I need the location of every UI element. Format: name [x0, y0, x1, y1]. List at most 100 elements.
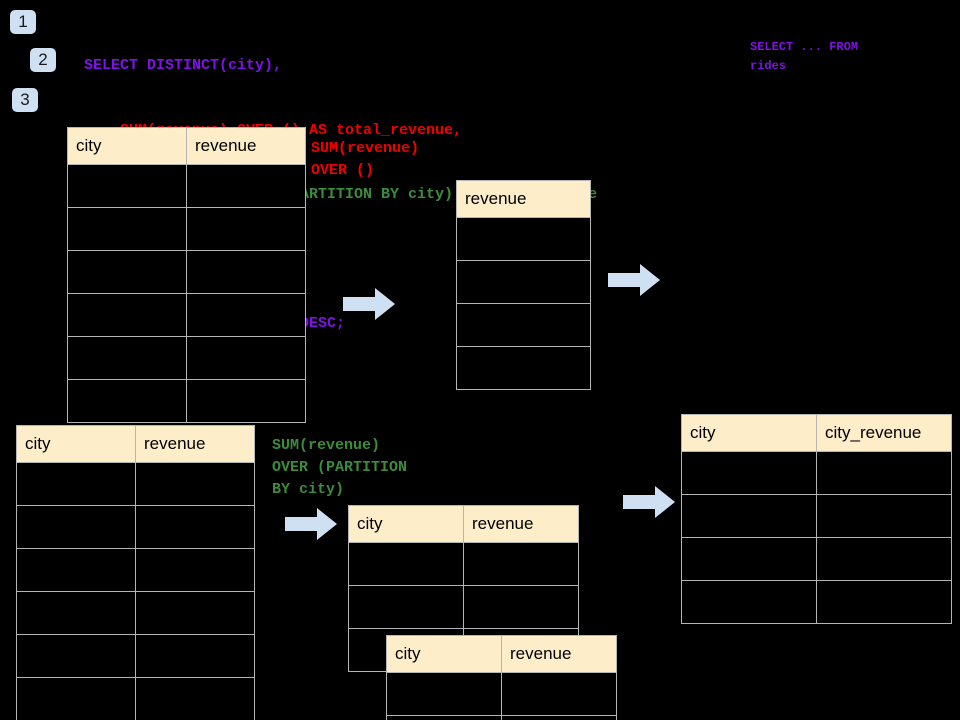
cell-revenue — [186, 250, 306, 294]
table-partition-group-a: city revenue — [348, 505, 579, 672]
column-header-revenue: revenue — [135, 425, 255, 463]
step-badge-3: 3 — [12, 88, 38, 112]
cell-revenue — [463, 542, 579, 586]
table-row — [681, 537, 952, 581]
table-row — [16, 462, 255, 506]
cell-city — [386, 672, 502, 716]
cell-city-revenue — [816, 451, 952, 495]
cell-city — [16, 548, 136, 592]
cell-revenue — [456, 217, 591, 261]
table-row — [16, 634, 255, 678]
arrow-total-to-final — [608, 264, 660, 296]
table-row — [456, 217, 591, 261]
cell-city — [67, 207, 187, 251]
cell-revenue — [186, 164, 306, 208]
table-source-rides-top: city revenue — [67, 127, 306, 423]
cell-city — [67, 164, 187, 208]
cell-revenue — [186, 207, 306, 251]
arrow-source-to-partition — [285, 508, 337, 540]
cell-revenue — [135, 634, 255, 678]
cell-city-revenue — [816, 537, 952, 581]
table-row — [67, 379, 306, 423]
table-row — [348, 585, 579, 629]
column-header-revenue: revenue — [456, 180, 591, 218]
column-header-city-revenue: city_revenue — [816, 414, 952, 452]
column-header-city: city — [16, 425, 136, 463]
table-row — [348, 542, 579, 586]
column-header-city: city — [67, 127, 187, 165]
cell-revenue — [186, 336, 306, 380]
table-header-row: city revenue — [386, 635, 617, 673]
column-header-revenue: revenue — [463, 505, 579, 543]
table-row — [16, 677, 255, 720]
cell-city — [16, 462, 136, 506]
arrow-partition-to-final — [623, 486, 675, 518]
cell-city — [348, 542, 464, 586]
cell-revenue — [186, 293, 306, 337]
cell-revenue — [456, 260, 591, 304]
column-header-city: city — [386, 635, 502, 673]
cell-revenue — [135, 462, 255, 506]
column-header-city: city — [681, 414, 817, 452]
cell-city — [16, 634, 136, 678]
table-header-row: revenue — [456, 180, 591, 218]
table-partition-group-b: city revenue — [386, 635, 617, 720]
table-row — [386, 672, 617, 716]
arrow-source-to-total — [343, 288, 395, 320]
cell-revenue — [135, 677, 255, 720]
cell-city — [681, 494, 817, 538]
cell-revenue — [456, 346, 591, 390]
cell-city — [16, 591, 136, 635]
cell-city — [67, 379, 187, 423]
column-header-revenue: revenue — [501, 635, 617, 673]
cell-city — [67, 250, 187, 294]
table-source-rides-bottom: city revenue — [16, 425, 255, 720]
table-row — [16, 505, 255, 549]
table-row — [456, 303, 591, 347]
cell-revenue — [501, 672, 617, 716]
cell-revenue — [135, 505, 255, 549]
cell-revenue — [135, 591, 255, 635]
cell-city — [681, 537, 817, 581]
table-row — [681, 494, 952, 538]
table-header-row: city revenue — [16, 425, 255, 463]
table-header-row: city revenue — [67, 127, 306, 165]
sql-line-1: SELECT DISTINCT(city), — [84, 57, 283, 74]
cell-revenue — [501, 715, 617, 720]
cell-city-revenue — [816, 580, 952, 624]
table-final-result: city city_revenue — [681, 414, 952, 624]
step-badge-1: 1 — [10, 10, 36, 34]
cell-city — [681, 451, 817, 495]
cell-revenue — [186, 379, 306, 423]
annotation-select-from-rides: SELECT ... FROM rides — [750, 40, 859, 73]
table-row — [16, 548, 255, 592]
cell-city — [386, 715, 502, 720]
column-header-city: city — [348, 505, 464, 543]
column-header-revenue: revenue — [186, 127, 306, 165]
cell-city — [16, 505, 136, 549]
table-row — [456, 346, 591, 390]
table-header-row: city revenue — [348, 505, 579, 543]
table-total-revenue: revenue — [456, 180, 591, 390]
cell-revenue — [456, 303, 591, 347]
table-row — [67, 336, 306, 380]
table-header-row: city city_revenue — [681, 414, 952, 452]
table-row — [67, 293, 306, 337]
cell-revenue — [463, 585, 579, 629]
table-row — [67, 164, 306, 208]
cell-city-revenue — [816, 494, 952, 538]
cell-revenue — [135, 548, 255, 592]
table-row — [456, 260, 591, 304]
step-badge-2: 2 — [30, 48, 56, 72]
annotation-sum-over-empty: SUM(revenue) OVER () — [311, 140, 420, 179]
table-row — [67, 250, 306, 294]
table-row — [681, 451, 952, 495]
table-row — [67, 207, 306, 251]
table-row — [681, 580, 952, 624]
table-row — [16, 591, 255, 635]
table-row — [386, 715, 617, 720]
cell-city — [67, 293, 187, 337]
cell-city — [348, 585, 464, 629]
cell-city — [681, 580, 817, 624]
